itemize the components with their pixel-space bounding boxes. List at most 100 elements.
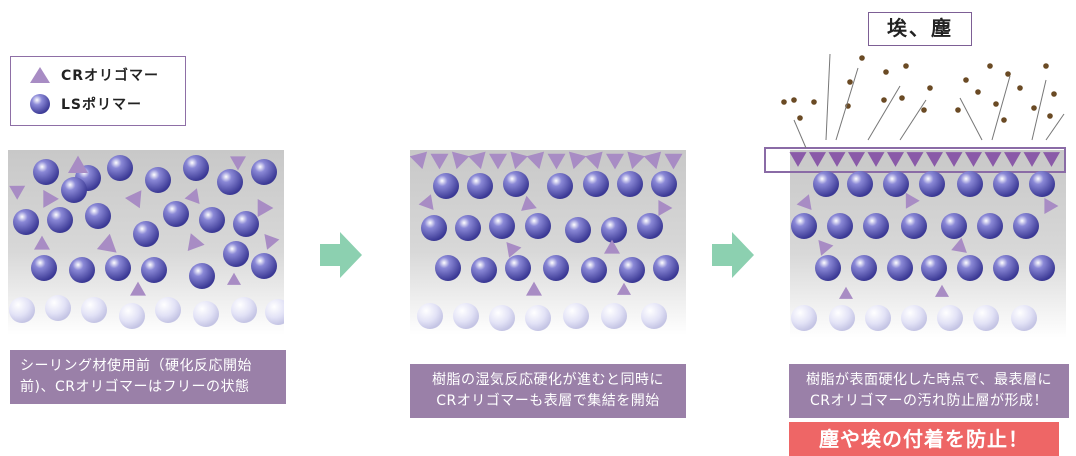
sphere-icon (30, 94, 50, 114)
oligomer-triangle (906, 152, 924, 167)
bounce-line (835, 67, 859, 141)
polymer-sphere (1029, 255, 1055, 281)
caption-step3-line2: CRオリゴマーの汚れ防止層が形成！ (809, 393, 1048, 409)
polymer-sphere (47, 207, 73, 233)
polymer-sphere (223, 241, 249, 267)
polymer-sphere (1011, 305, 1037, 331)
polymer-sphere (421, 215, 447, 241)
polymer-sphere (141, 257, 167, 283)
caption-step3-line1: 樹脂が表面硬化した時点で、最表層に (806, 372, 1052, 388)
polymer-sphere (69, 257, 95, 283)
arrow-right-icon (712, 232, 754, 278)
oligomer-triangle (643, 151, 662, 170)
panel-surface-cured (764, 40, 1076, 338)
oligomer-triangle (818, 240, 834, 256)
caption-step2: 樹脂の湿気反応硬化が進むと同時に CRオリゴマーも表層で集結を開始 (410, 364, 686, 418)
polymer-sphere (105, 255, 131, 281)
bounce-line (867, 85, 901, 141)
caption-step3: 樹脂が表面硬化した時点で、最表層に CRオリゴマーの汚れ防止層が形成！ (789, 364, 1069, 418)
oligomer-triangle (926, 152, 943, 167)
polymer-sphere (547, 173, 573, 199)
polymer-sphere (189, 263, 215, 289)
oligomer-triangle (526, 151, 545, 170)
polymer-sphere (601, 217, 627, 243)
dust-particle (963, 77, 969, 83)
polymer-sphere (619, 257, 645, 283)
dust-particle (921, 107, 927, 113)
polymer-sphere (525, 213, 551, 239)
polymer-sphere (1029, 171, 1055, 197)
polymer-sphere (433, 173, 459, 199)
polymer-sphere (977, 213, 1003, 239)
polymer-sphere (163, 201, 189, 227)
polymer-sphere (251, 159, 277, 185)
caption-step1: シーリング材使用前（硬化反応開始 前)、CRオリゴマーはフリーの状態 (10, 350, 286, 404)
oligomer-triangle (848, 152, 865, 167)
bounce-line (899, 99, 927, 141)
oligomer-triangle (130, 281, 146, 296)
dust-particle (899, 95, 905, 101)
oligomer-triangle (257, 199, 274, 217)
oligomer-triangle (789, 152, 807, 167)
polymer-sphere (637, 213, 663, 239)
polymer-sphere (31, 255, 57, 281)
polymer-sphere (133, 221, 159, 247)
oligomer-triangle (9, 185, 26, 200)
polymer-sphere (193, 301, 219, 327)
dust-particle (881, 97, 887, 103)
oligomer-triangle (606, 153, 624, 170)
polymer-sphere (651, 171, 677, 197)
oligomer-triangle (965, 152, 982, 167)
polymer-sphere (827, 213, 853, 239)
polymer-sphere (993, 171, 1019, 197)
polymer-sphere (601, 303, 627, 329)
dust-particle (883, 69, 889, 75)
polymer-sphere (565, 217, 591, 243)
polymer-sphere (581, 257, 607, 283)
caption-step2-line1: 樹脂の湿気反応硬化が進むと同時に (432, 372, 664, 388)
oligomer-triangle (796, 194, 812, 210)
oligomer-triangle (828, 152, 846, 167)
polymer-sphere (503, 171, 529, 197)
polymer-sphere (155, 297, 181, 323)
dust-particle (903, 63, 909, 69)
polymer-sphere (183, 155, 209, 181)
oligomer-triangle (43, 189, 59, 208)
result-banner: 塵や埃の付着を防止！ (789, 422, 1059, 456)
polymer-sphere (217, 169, 243, 195)
legend-row-polymer: LSポリマー (29, 93, 142, 115)
oligomer-triangle (568, 151, 587, 170)
polymer-sphere (467, 173, 493, 199)
polymer-sphere (525, 305, 551, 331)
oligomer-triangle (867, 152, 885, 167)
dust-particle (987, 63, 993, 69)
dust-particle (797, 115, 803, 121)
caption-step2-line2: CRオリゴマーも表層で集結を開始 (436, 393, 660, 409)
polymer-sphere (107, 155, 133, 181)
polymer-sphere (251, 253, 277, 279)
dust-particle (811, 99, 817, 105)
oligomer-triangle (410, 151, 428, 170)
polymer-sphere (119, 303, 145, 329)
dust-particle (847, 79, 853, 85)
polymer-sphere (81, 297, 107, 323)
polymer-sphere (453, 303, 479, 329)
polymer-sphere (937, 305, 963, 331)
dust-label: 埃、塵 (868, 12, 972, 46)
bounce-line (825, 53, 831, 141)
dust-particle (1001, 117, 1007, 123)
dust-particle (859, 55, 865, 61)
polymer-sphere (883, 171, 909, 197)
oligomer-triangle (34, 235, 50, 250)
dust-particle (927, 85, 933, 91)
polymer-sphere (851, 255, 877, 281)
polymer-sphere (61, 177, 87, 203)
oligomer-triangle (96, 233, 117, 253)
polymer-sphere (973, 305, 999, 331)
oligomer-triangle (430, 153, 449, 170)
oligomer-triangle (617, 282, 631, 295)
dust-particle (1031, 105, 1037, 111)
polymer-sphere (563, 303, 589, 329)
oligomer-triangle (187, 233, 205, 251)
oligomer-triangle (264, 234, 280, 250)
